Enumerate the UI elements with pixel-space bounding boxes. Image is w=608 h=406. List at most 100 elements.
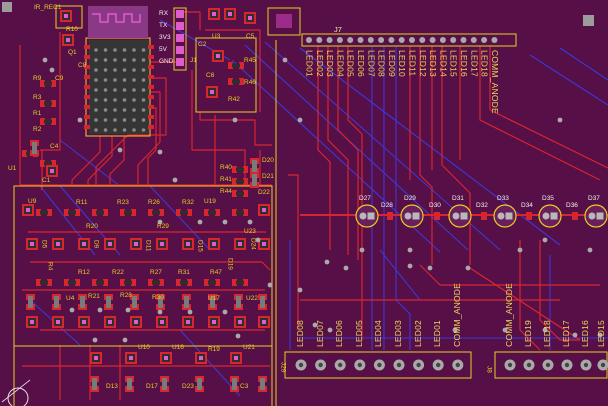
j7-header-name: J7	[334, 25, 342, 34]
resistor-pad	[243, 178, 248, 185]
transistor-mark	[262, 320, 266, 324]
via	[157, 149, 163, 155]
j29-pin-label: LED01	[432, 320, 443, 347]
transistor-mark	[234, 356, 238, 360]
module-edge-pad	[148, 105, 154, 109]
designator-label: D15	[196, 240, 204, 252]
designator-label: D23	[182, 383, 194, 390]
j7-pin-label: COMM_ANODE	[489, 50, 500, 114]
j8-pin-hole	[507, 362, 513, 368]
j7-pin-label: LED13	[428, 50, 439, 77]
via	[572, 332, 578, 338]
module-pad	[141, 78, 146, 82]
j7-pin-pad	[347, 37, 354, 43]
led-designator: D32	[476, 202, 488, 209]
j7-pin-label: LED04	[335, 50, 346, 77]
led-pad-square	[596, 212, 604, 220]
module-pad	[132, 68, 136, 72]
resistor-body	[236, 191, 244, 196]
module-pad	[122, 68, 127, 72]
transistor-mark	[199, 356, 203, 360]
resistor-body	[208, 280, 216, 285]
designator-label: C1	[42, 177, 51, 184]
led-pad-round	[452, 212, 460, 220]
led-smd-pad	[387, 212, 393, 220]
designator-label: R30	[152, 294, 164, 301]
resistor-pad	[40, 100, 45, 107]
via	[69, 307, 75, 313]
transistor-mark	[186, 242, 190, 246]
designator-label: R26	[148, 199, 160, 206]
module-pad	[141, 128, 146, 132]
module-edge-pad	[84, 65, 90, 69]
module-edge-pad	[148, 55, 154, 59]
designator-label: C3	[240, 383, 249, 390]
j7-pin-label: LED09	[386, 50, 397, 77]
designator-label: D13	[106, 383, 118, 390]
module-pad	[94, 78, 98, 82]
resistor-pad	[75, 209, 80, 216]
via	[125, 307, 131, 313]
j7-pin-pad	[388, 37, 395, 43]
designator-label: U9	[28, 198, 37, 205]
j7-pin-label: LED18	[479, 50, 490, 77]
resistor-pad	[51, 80, 56, 87]
module-edge-pad	[148, 125, 154, 129]
j7-pin-label: LED12	[417, 50, 428, 77]
led-designator: D29	[404, 195, 416, 202]
via	[324, 259, 330, 265]
led-pad-square	[460, 212, 468, 220]
capacitor-body	[32, 142, 37, 154]
module-pad	[141, 118, 146, 122]
capacitor-body	[127, 378, 132, 390]
transistor-mark	[228, 12, 232, 16]
designator-label: D17	[146, 383, 158, 390]
designator-label: D21	[262, 173, 274, 180]
designator-label: D22	[258, 189, 270, 196]
led-designator: D35	[542, 195, 554, 202]
via	[587, 247, 593, 253]
transistor-mark	[262, 208, 266, 212]
led-outline	[584, 204, 608, 228]
resistor-pad	[159, 209, 164, 216]
designator-label: U19	[204, 198, 216, 205]
led-pad-round	[542, 212, 550, 220]
module-edge-pad	[148, 65, 154, 69]
module-pad	[132, 118, 136, 122]
resistor-body	[44, 81, 52, 86]
designator-label: C6	[206, 72, 215, 79]
j8-pin-label: LED18	[542, 320, 552, 347]
via	[407, 263, 413, 269]
resistor-body	[68, 210, 76, 215]
designator-label: R9	[33, 75, 42, 82]
capacitor-body	[132, 296, 137, 308]
transistor-mark	[212, 320, 216, 324]
transistor-mark	[262, 242, 266, 246]
designator-label: R46	[244, 79, 256, 86]
led-pad-square	[412, 212, 420, 220]
module-pad	[103, 98, 108, 102]
resistor-pad	[232, 166, 237, 173]
resistor-body	[40, 280, 48, 285]
transistor-mark	[30, 242, 34, 246]
resistor-pad	[228, 62, 233, 69]
designator-label: D5	[40, 240, 48, 249]
serial-header-pad	[176, 46, 184, 54]
via	[197, 219, 203, 225]
module-edge-pad	[148, 95, 154, 99]
j7-pin-pad	[326, 37, 333, 43]
resistor-pad	[243, 279, 248, 286]
j7-pin-pad	[419, 37, 426, 43]
resistor-pad	[131, 209, 136, 216]
designator-label: R47	[210, 269, 222, 276]
resistor-body	[96, 280, 104, 285]
led-outline	[355, 204, 379, 228]
led-outline	[493, 204, 517, 228]
j8-pin-label: LED17	[561, 320, 571, 347]
designator-label: C4	[50, 143, 59, 150]
via	[312, 322, 318, 328]
module-pad	[113, 78, 117, 82]
led-designator: D27	[359, 195, 371, 202]
